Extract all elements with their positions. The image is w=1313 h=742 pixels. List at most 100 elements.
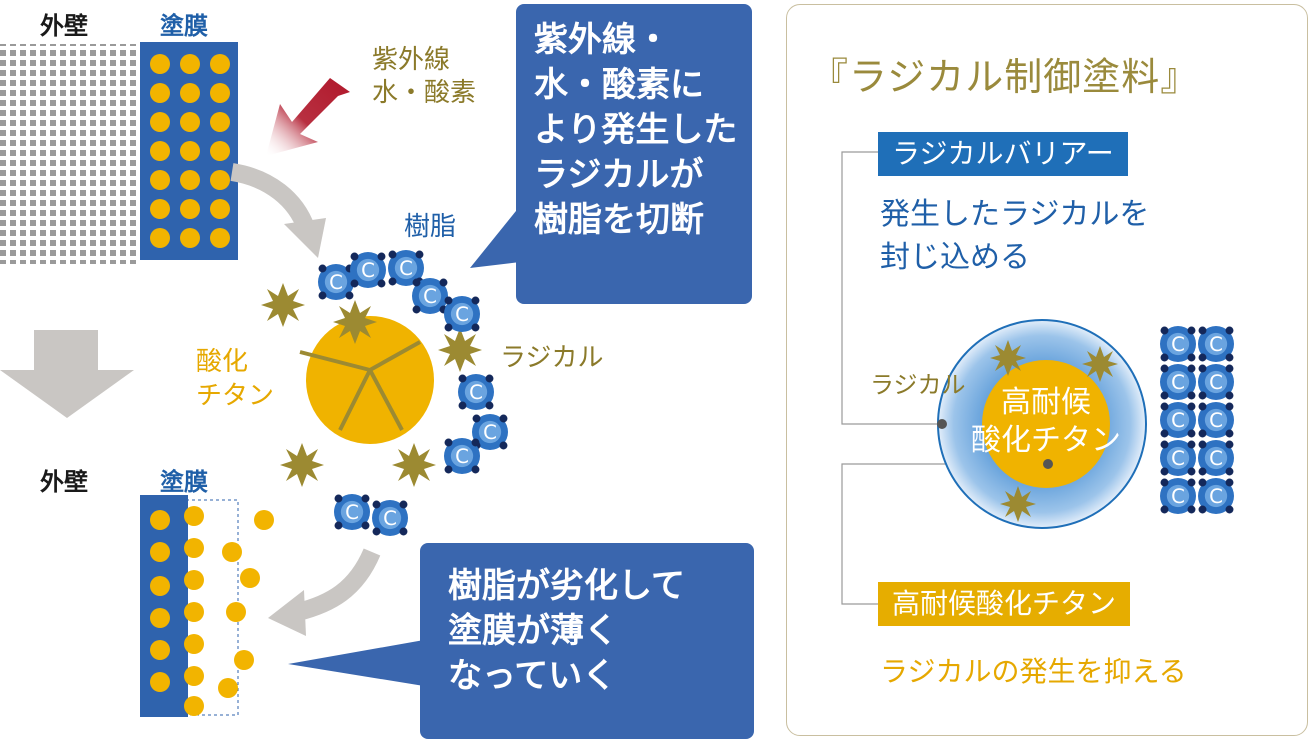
radical-barrier-desc: 発生したラジカルを 封じ込める	[880, 194, 1149, 279]
carbon-bond-dot	[388, 277, 397, 286]
titanium-oxide-line1: 酸化	[196, 347, 249, 377]
carbon-bond-dot	[415, 250, 424, 259]
pigment-particle	[210, 112, 230, 132]
pigment-particle	[210, 170, 230, 190]
carbon-bond-dot	[361, 521, 370, 530]
bubble-top-line: ラジカルが	[534, 154, 704, 195]
carbon-bond-dot	[471, 296, 480, 305]
pigment-particle	[184, 666, 204, 686]
bubble-bottom-line: 塗膜が薄く	[448, 610, 618, 651]
carbon-bond-dot	[1225, 505, 1234, 514]
pigment-particle	[150, 228, 170, 248]
carbon-bond-dot	[444, 323, 453, 332]
wall-texture-top	[0, 44, 140, 264]
carbon-bond-dot	[345, 291, 354, 300]
carbon-atom-inner	[450, 444, 474, 468]
gray-arrow-bottom-head	[268, 590, 306, 636]
carbon-symbol: C	[455, 445, 469, 468]
carbon-atom-inner	[418, 284, 442, 308]
carbon-bond-dot	[412, 305, 421, 314]
carbon-symbol: C	[1209, 409, 1223, 432]
carbon-bond-dot	[1225, 326, 1234, 335]
carbon-symbol: C	[383, 507, 397, 530]
carbon-bond-dot	[1198, 353, 1207, 362]
carbon-bond-dot	[458, 374, 467, 383]
coating-label-top: 塗膜	[160, 12, 208, 40]
pigment-particle	[210, 141, 230, 161]
carbon-atom-inner	[450, 302, 474, 326]
carbon-atom-inner	[394, 256, 418, 280]
down-arrow-body	[34, 330, 98, 370]
high-weather-tio-tag: 高耐候酸化チタン	[878, 582, 1131, 627]
resin-label: 樹脂	[404, 212, 457, 242]
uv-label-line1: 紫外線	[372, 45, 451, 75]
carbon-symbol: C	[423, 285, 437, 308]
carbon-bond-dot	[1187, 440, 1196, 449]
high-weather-tio-desc: ラジカルの発生を抑える	[880, 655, 1187, 688]
carbon-bond-dot	[1225, 440, 1234, 449]
carbon-bond-dot	[318, 291, 327, 300]
pigment-particle	[210, 83, 230, 103]
carbon-atom-inner	[340, 500, 364, 524]
coating-label-bottom: 塗膜	[160, 468, 208, 496]
pigment-particle	[150, 672, 170, 692]
pigment-particle	[150, 199, 170, 219]
carbon-bond-dot	[444, 296, 453, 305]
carbon-bond-dot	[1187, 364, 1196, 373]
carbon-bond-dot	[1160, 326, 1169, 335]
loose-pigment-particle	[222, 542, 242, 562]
carbon-bond-dot	[1187, 478, 1196, 487]
carbon-bond-dot	[1198, 505, 1207, 514]
carbon-bond-dot	[1160, 440, 1169, 449]
carbon-symbol: C	[329, 271, 343, 294]
bubble-top-text: 紫外線・ 水・酸素に より発生した ラジカルが 樹脂を切断	[534, 18, 737, 242]
carbon-bond-dot	[1225, 364, 1234, 373]
carbon-symbol: C	[469, 381, 483, 404]
loose-pigment-particle	[218, 678, 238, 698]
carbon-symbol: C	[1171, 371, 1185, 394]
loose-pigment-particle	[240, 568, 260, 588]
carbon-bond-dot	[471, 438, 480, 447]
pigment-particle	[210, 199, 230, 219]
carbon-symbol: C	[1209, 447, 1223, 470]
carbon-bond-dot	[1198, 478, 1207, 487]
carbon-bond-dot	[1187, 326, 1196, 335]
carbon-atom-inner	[1166, 370, 1190, 394]
carbon-atom-inner	[464, 380, 488, 404]
barrier-desc-line: 封じ込める	[880, 239, 1030, 275]
carbon-bond-dot	[1198, 391, 1207, 400]
bubble-top-line: より発生した	[534, 109, 738, 150]
core-label-line: 高耐候	[1001, 385, 1091, 420]
carbon-bond-dot	[1187, 402, 1196, 411]
pigment-particle	[180, 54, 200, 74]
carbon-atom-inner	[1166, 408, 1190, 432]
wall-label-top: 外壁	[40, 12, 88, 40]
carbon-bond-dot	[377, 252, 386, 261]
carbon-bond-dot	[485, 401, 494, 410]
panel-radical-label: ラジカル	[870, 371, 966, 399]
pigment-particle	[180, 141, 200, 161]
carbon-bond-dot	[1198, 402, 1207, 411]
carbon-bond-dot	[350, 279, 359, 288]
carbon-atom-inner	[1204, 408, 1228, 432]
pigment-particles-bottom	[150, 506, 274, 716]
carbon-bond-dot	[1187, 505, 1196, 514]
bubble-bottom-bg	[420, 543, 754, 739]
carbon-bond-dot	[472, 414, 481, 423]
carbon-bond-dot	[1225, 467, 1234, 476]
pigment-particle	[150, 170, 170, 190]
bubble-bottom-line: なっていく	[448, 655, 617, 696]
bubble-top-bg	[516, 4, 752, 304]
core-label: 高耐候 酸化チタン	[966, 384, 1126, 459]
bubble-top-line: 樹脂を切断	[534, 199, 704, 240]
bubble-top-line: 水・酸素に	[534, 64, 704, 105]
pigment-particle	[150, 54, 170, 74]
carbon-bond-dot	[499, 414, 508, 423]
pigment-particle	[210, 228, 230, 248]
carbon-bond-dot	[412, 278, 421, 287]
carbon-bond-dot	[1160, 467, 1169, 476]
radical-arrows	[299, 340, 421, 431]
carbon-bond-dot	[1160, 478, 1169, 487]
